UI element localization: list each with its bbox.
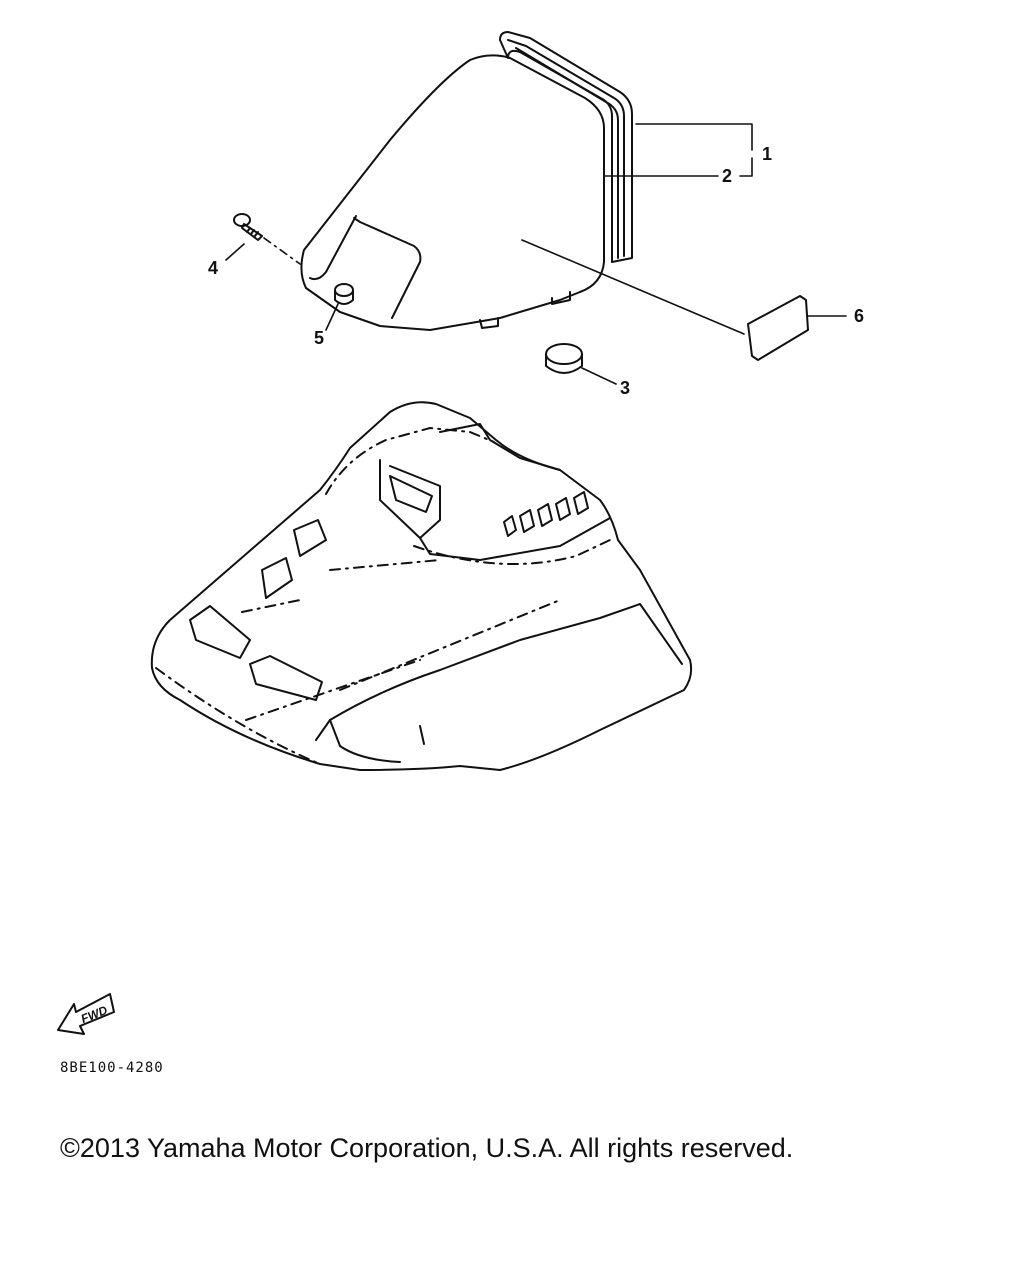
label-plate-part bbox=[747, 295, 809, 361]
diagram-part-code: 8BE100-4280 bbox=[60, 1060, 164, 1076]
callout-5: 5 bbox=[314, 328, 324, 348]
leader-lines bbox=[225, 123, 847, 385]
callout-6: 6 bbox=[854, 306, 864, 326]
callout-3: 3 bbox=[620, 378, 630, 398]
copyright-notice: ©2013 Yamaha Motor Corporation, U.S.A. A… bbox=[60, 1133, 794, 1163]
hood-part bbox=[150, 401, 693, 771]
fwd-label: FWD bbox=[79, 1003, 110, 1026]
grommet-part bbox=[545, 343, 583, 374]
bolt-part bbox=[233, 213, 263, 241]
callout-2: 2 bbox=[722, 166, 732, 186]
callout-1: 1 bbox=[762, 144, 772, 164]
callout-4: 4 bbox=[208, 258, 218, 278]
windshield-seal-part bbox=[499, 31, 633, 263]
windshield-part bbox=[300, 54, 605, 331]
nut-part bbox=[334, 283, 354, 305]
callout-labels: 1 2 3 4 5 6 bbox=[208, 144, 864, 398]
forward-arrow-icon: FWD bbox=[57, 993, 115, 1035]
